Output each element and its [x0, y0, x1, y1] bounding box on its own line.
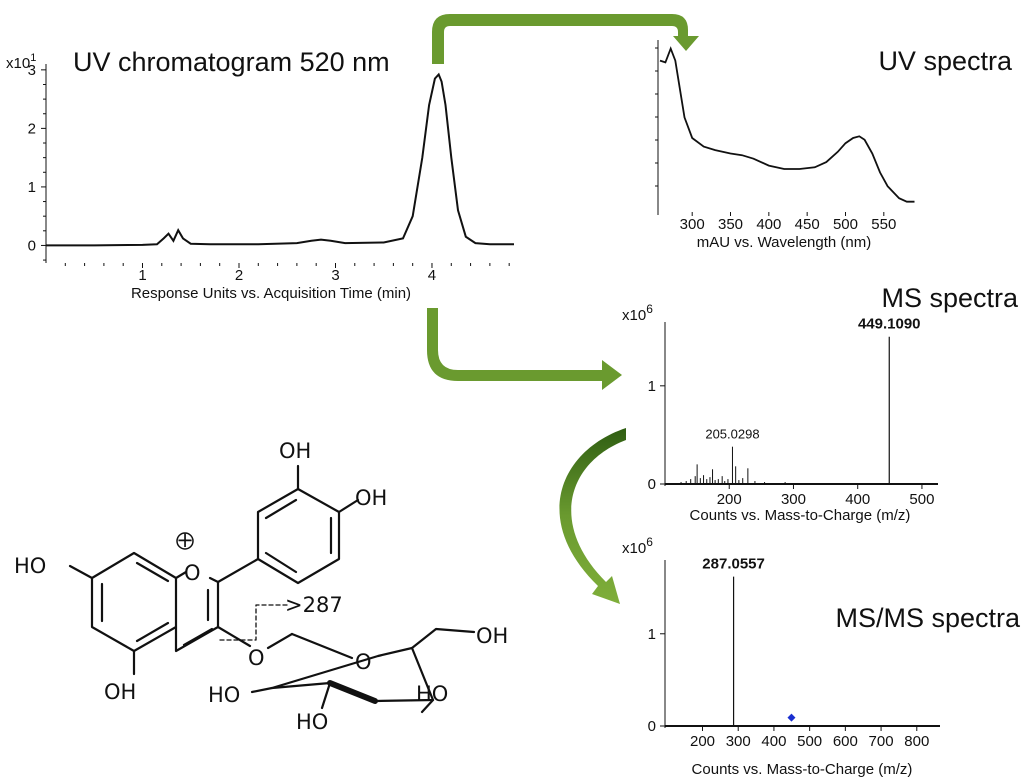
y-tick-label: 1: [28, 179, 36, 196]
x-tick-label: 400: [761, 733, 786, 750]
x-tick-label: 300: [680, 216, 705, 233]
uv-chromatogram-chart: 0 1 2 3 1 2 3 4 x101 Response Units vs. Acquis…: [6, 52, 514, 302]
x-ticks: 200 300 400 500: [717, 484, 934, 508]
y-ticks: 01: [648, 378, 665, 493]
oh-bottom-label: OH: [104, 680, 136, 704]
ring-b-double-bonds: [264, 498, 333, 574]
sugar-bold-edge: [327, 680, 378, 704]
x-ticks: 200 300 400 500 600 700 800: [690, 726, 929, 750]
x-tick-label: 600: [833, 733, 858, 750]
arrow-chromatogram-to-uv: [432, 14, 699, 64]
ho-sugar-right-label: HO: [416, 682, 448, 706]
sugar-substituents: [250, 627, 476, 714]
x-tick-label: 500: [909, 491, 934, 508]
y-tick-label: 2: [28, 120, 36, 137]
ring-c-double-bonds: [182, 588, 214, 647]
scale-label: x106: [622, 535, 653, 557]
y-tick-label: 3: [28, 62, 36, 79]
precursor-marker-icon: [787, 713, 796, 722]
oh-top-label: OH: [279, 439, 311, 463]
ms-peaks: 205.0298 449.1090: [680, 316, 921, 484]
x-axis-label: Response Units vs. Acquisition Time (min…: [131, 285, 411, 302]
x-tick-label: 4: [428, 267, 436, 284]
arrow-chromatogram-to-ms: [427, 308, 622, 390]
x-tick-label: 2: [235, 267, 243, 284]
y-tick-label: 1: [648, 626, 656, 643]
ring-o-label: O: [355, 650, 372, 674]
x-tick-label: 300: [781, 491, 806, 508]
chromatogram-trace: [46, 72, 514, 247]
x-tick-label: 200: [717, 491, 742, 508]
fragment-arrow: [219, 604, 289, 641]
oh-ch2-label: OH: [476, 624, 508, 648]
x-ticks: 300 350 400 450 500 550: [680, 212, 896, 233]
msms-spectrum-title: MS/MS spectra: [835, 603, 1021, 633]
y-minor-ticks: [655, 47, 658, 187]
x-tick-label: 200: [690, 733, 715, 750]
y-tick-label: 0: [648, 718, 656, 735]
x-axis-label: mAU vs. Wavelength (nm): [697, 234, 872, 251]
y-tick-label: 0: [648, 476, 656, 493]
ho-sugar-bottom-label: HO: [296, 710, 328, 734]
ho-left-label: HO: [14, 554, 46, 578]
x-tick-label: 400: [756, 216, 781, 233]
x-tick-label: 700: [869, 733, 894, 750]
arrow-ms-to-msms: [559, 428, 626, 604]
structure-labels: OH OH HO OH O + O O OH HO HO HO >287: [14, 439, 508, 734]
y-tick-label: 1: [648, 378, 656, 395]
x-tick-label: 1: [138, 267, 146, 284]
ring-a: [90, 551, 178, 653]
peak-label: 449.1090: [858, 316, 921, 333]
fragment-label: >287: [285, 593, 343, 617]
x-tick-label: 400: [845, 491, 870, 508]
uv-spectrum-trace: [659, 46, 915, 203]
x-axis-label: Counts vs. Mass-to-Charge (m/z): [690, 507, 911, 524]
ring-b: [216, 487, 341, 585]
ho-sugar-left-label: HO: [208, 683, 240, 707]
oh-right-label: OH: [355, 486, 387, 510]
ring-a-double-bonds: [100, 561, 170, 643]
chemical-structure: [68, 464, 476, 714]
x-axis-label: Counts vs. Mass-to-Charge (m/z): [692, 761, 913, 778]
x-tick-label: 3: [331, 267, 339, 284]
positive-charge-icon: [176, 532, 194, 550]
glycosidic-bond: [216, 625, 294, 650]
ms-spectrum-title: MS spectra: [881, 283, 1019, 313]
oh-bonds: [68, 464, 360, 676]
x-tick-label: 500: [797, 733, 822, 750]
x-tick-label: 500: [833, 216, 858, 233]
oxonium-label: O: [184, 561, 201, 585]
y-ticks: 0 1 2 3: [28, 62, 46, 261]
scale-label: x106: [622, 302, 653, 324]
x-ticks: 1 2 3 4: [64, 263, 510, 284]
msms-peaks: 287.0557: [702, 556, 796, 726]
peak-label: 205.0298: [705, 427, 759, 442]
peak-label: 287.0557: [702, 556, 765, 573]
uv-spectrum-chart: 300 350 400 450 500 550 mAU vs. Wavelength (n…: [655, 40, 915, 251]
x-tick-label: 450: [795, 216, 820, 233]
uv-chromatogram-title: UV chromatogram 520 nm: [73, 47, 390, 77]
x-tick-label: 800: [904, 733, 929, 750]
uv-spectrum-title: UV spectra: [878, 46, 1013, 76]
glycosidic-o-label: O: [248, 646, 265, 670]
y-tick-label: 0: [28, 237, 36, 254]
y-ticks: 01: [648, 626, 665, 735]
x-tick-label: 350: [718, 216, 743, 233]
x-tick-label: 300: [726, 733, 751, 750]
x-tick-label: 550: [871, 216, 896, 233]
charge-plus: +: [176, 528, 194, 552]
scale-label: x101: [6, 52, 36, 72]
